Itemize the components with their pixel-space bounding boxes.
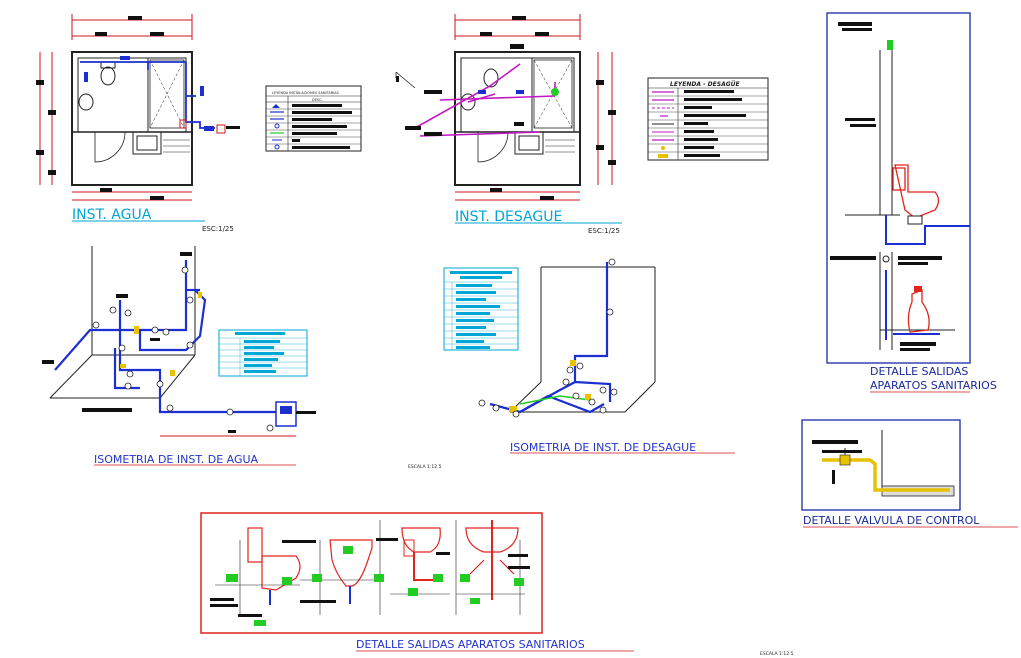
urinal-icon xyxy=(907,286,930,333)
iso-inst-desague xyxy=(478,258,656,418)
title-detalle-valvula: DETALLE VALVULA DE CONTROL xyxy=(803,514,980,527)
title-detalle-salidas-2: APARATOS SANITARIOS xyxy=(870,379,997,392)
toilet-icon xyxy=(247,527,301,605)
sink-icon xyxy=(132,131,162,155)
scale-iso: ESCALA 1:12.5 xyxy=(408,464,442,470)
toilet-icon xyxy=(100,61,116,86)
sink-icon xyxy=(465,520,519,600)
legend-desague-title: LEYENDA - DESAGÜE xyxy=(670,81,741,88)
detalle-salidas-right xyxy=(826,12,971,364)
legend-agua-title: LEYENDA INSTALACIONES SANITARIAS xyxy=(272,91,340,95)
detalle-valvula xyxy=(801,419,961,511)
legend-agua: LEYENDA INSTALACIONES SANITARIAS DESC. xyxy=(265,85,362,152)
scale-inst-agua: ESC:1/25 xyxy=(202,225,234,233)
title-detalle-salidas-1: DETALLE SALIDAS xyxy=(870,365,968,378)
toilet-icon xyxy=(483,68,499,88)
legend-agua-header: DESC. xyxy=(312,98,323,102)
plan-inst-agua xyxy=(36,14,240,201)
plan-inst-desague xyxy=(395,14,616,201)
sink-icon xyxy=(401,527,441,581)
title-iso-agua: ISOMETRIA DE INST. DE AGUA xyxy=(94,453,259,466)
toilet-icon xyxy=(892,164,940,219)
toilet-icon xyxy=(329,539,373,604)
title-detalle-salidas-bottom: DETALLE SALIDAS APARATOS SANITARIOS xyxy=(356,638,585,651)
sink-icon xyxy=(78,93,94,111)
legend-iso-agua xyxy=(218,329,308,377)
legend-desague: LEYENDA - DESAGÜE xyxy=(647,77,769,161)
title-inst-desague: INST. DESAGUE xyxy=(455,209,562,225)
iso-inst-agua xyxy=(42,246,316,437)
scale-inst-desague: ESC:1/25 xyxy=(588,227,620,235)
title-iso-desague: ISOMETRIA DE INST. DE DESAGUE xyxy=(510,441,696,454)
scale-bottom: ESCALA 1:12.5 xyxy=(760,651,794,657)
detalle-salidas-bottom xyxy=(200,512,543,634)
title-inst-agua: INST. AGUA xyxy=(72,207,152,223)
legend-iso-desague xyxy=(443,267,519,351)
